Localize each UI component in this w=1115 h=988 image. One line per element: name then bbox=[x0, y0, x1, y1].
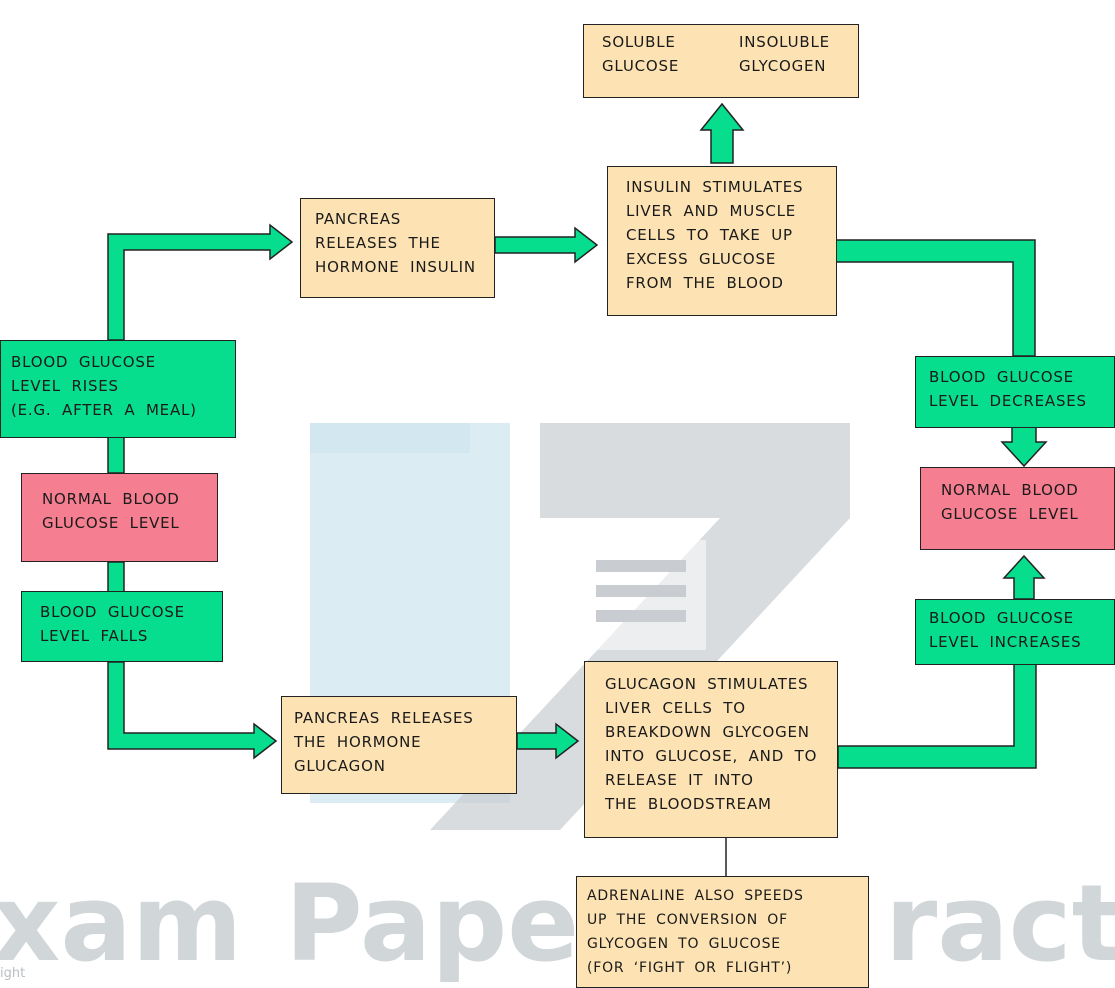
arrow-pancreas-to-glucagon bbox=[516, 722, 580, 760]
text-line: LEVEL INCREASES bbox=[929, 633, 1082, 651]
connector-rises-normal bbox=[107, 436, 125, 474]
arrow-increases-to-normal bbox=[1002, 554, 1046, 600]
text-line: LIVER CELLS TO bbox=[605, 699, 746, 717]
text-line: INSOLUBLE bbox=[739, 33, 830, 51]
text-line: GLUCAGON bbox=[294, 757, 386, 775]
text-line: GLUCOSE LEVEL bbox=[941, 505, 1079, 523]
text-line: ADRENALINE ALSO SPEEDS bbox=[587, 888, 804, 904]
text-line: GLYCOGEN bbox=[739, 57, 827, 75]
arrow-glucagon-to-increases bbox=[837, 663, 1037, 769]
text-line: LEVEL DECREASES bbox=[929, 392, 1087, 410]
text-line: PANCREAS bbox=[315, 210, 402, 228]
watermark-text-mid: Pape bbox=[285, 862, 580, 985]
arrow-rise-to-pancreas bbox=[107, 223, 294, 341]
text-line: LEVEL FALLS bbox=[40, 627, 149, 645]
insulin-stimulates-box: INSULIN STIMULATES LIVER AND MUSCLE CELL… bbox=[607, 166, 837, 316]
text-line: HORMONE INSULIN bbox=[315, 258, 476, 276]
text-line: (E.G. AFTER A MEAL) bbox=[11, 401, 197, 419]
text-line: GLUCAGON STIMULATES bbox=[605, 675, 809, 693]
text-line: RELEASES THE bbox=[315, 234, 441, 252]
blood-glucose-falls-box: BLOOD GLUCOSE LEVEL FALLS bbox=[21, 591, 223, 662]
text-line: BLOOD GLUCOSE bbox=[929, 609, 1074, 627]
arrow-falls-to-pancreas bbox=[107, 661, 278, 760]
adrenaline-box: ADRENALINE ALSO SPEEDS UP THE CONVERSION… bbox=[576, 876, 869, 988]
pancreas-insulin-box: PANCREAS RELEASES THE HORMONE INSULIN bbox=[300, 198, 495, 298]
text-line: SOLUBLE bbox=[602, 33, 676, 51]
text-line: (FOR ‘FIGHT OR FLIGHT’) bbox=[587, 960, 793, 976]
text-line: LIVER AND MUSCLE bbox=[626, 202, 797, 220]
text-line: BLOOD GLUCOSE bbox=[11, 353, 156, 371]
text-line: THE BLOODSTREAM bbox=[605, 795, 772, 813]
watermark-text-left: xam bbox=[0, 862, 243, 985]
text-line: FROM THE BLOOD bbox=[626, 274, 784, 292]
text-line: BREAKDOWN GLYCOGEN bbox=[605, 723, 810, 741]
text-line: GLYCOGEN TO GLUCOSE bbox=[587, 936, 781, 952]
text-line: PANCREAS RELEASES bbox=[294, 709, 474, 727]
insoluble-glycogen-label: INSOLUBLE GLYCOGEN bbox=[739, 30, 830, 78]
text-line: NORMAL BLOOD bbox=[941, 481, 1079, 499]
text-line: INTO GLUCOSE, AND TO bbox=[605, 747, 818, 765]
pancreas-glucagon-box: PANCREAS RELEASES THE HORMONE GLUCAGON bbox=[281, 696, 517, 794]
text-line: INSULIN STIMULATES bbox=[626, 178, 804, 196]
connector-normal-falls bbox=[107, 561, 125, 593]
text-line: BLOOD GLUCOSE bbox=[40, 603, 185, 621]
text-line: THE HORMONE bbox=[294, 733, 422, 751]
blood-glucose-rises-box: BLOOD GLUCOSE LEVEL RISES (E.G. AFTER A … bbox=[0, 340, 236, 438]
text-line: LEVEL RISES bbox=[11, 377, 119, 395]
arrow-insulin-to-glycogen bbox=[699, 102, 745, 164]
soluble-glucose-label: SOLUBLE GLUCOSE bbox=[602, 30, 679, 78]
text-line: NORMAL BLOOD bbox=[42, 490, 180, 508]
arrow-pancreas-to-insulin bbox=[494, 226, 599, 264]
blood-glucose-increases-box: BLOOD GLUCOSE LEVEL INCREASES bbox=[915, 599, 1115, 665]
conversion-box: SOLUBLE GLUCOSE INSOLUBLE GLYCOGEN bbox=[583, 24, 859, 98]
glucagon-stimulates-box: GLUCAGON STIMULATES LIVER CELLS TO BREAK… bbox=[584, 661, 838, 838]
blood-glucose-decreases-box: BLOOD GLUCOSE LEVEL DECREASES bbox=[915, 356, 1115, 428]
watermark-copyright: ight bbox=[0, 966, 26, 981]
text-line: GLUCOSE LEVEL bbox=[42, 514, 180, 532]
text-line: RELEASE IT INTO bbox=[605, 771, 754, 789]
text-line: UP THE CONVERSION OF bbox=[587, 912, 788, 928]
text-line: CELLS TO TAKE UP bbox=[626, 226, 793, 244]
text-line: GLUCOSE bbox=[602, 57, 680, 75]
text-line: BLOOD GLUCOSE bbox=[929, 368, 1074, 386]
normal-blood-glucose-right-box: NORMAL BLOOD GLUCOSE LEVEL bbox=[920, 467, 1115, 550]
arrow-insulin-to-decreases bbox=[835, 239, 1036, 357]
normal-blood-glucose-left-box: NORMAL BLOOD GLUCOSE LEVEL bbox=[21, 473, 218, 562]
text-line: EXCESS GLUCOSE bbox=[626, 250, 777, 268]
watermark-text-right: ractic bbox=[885, 862, 1115, 985]
